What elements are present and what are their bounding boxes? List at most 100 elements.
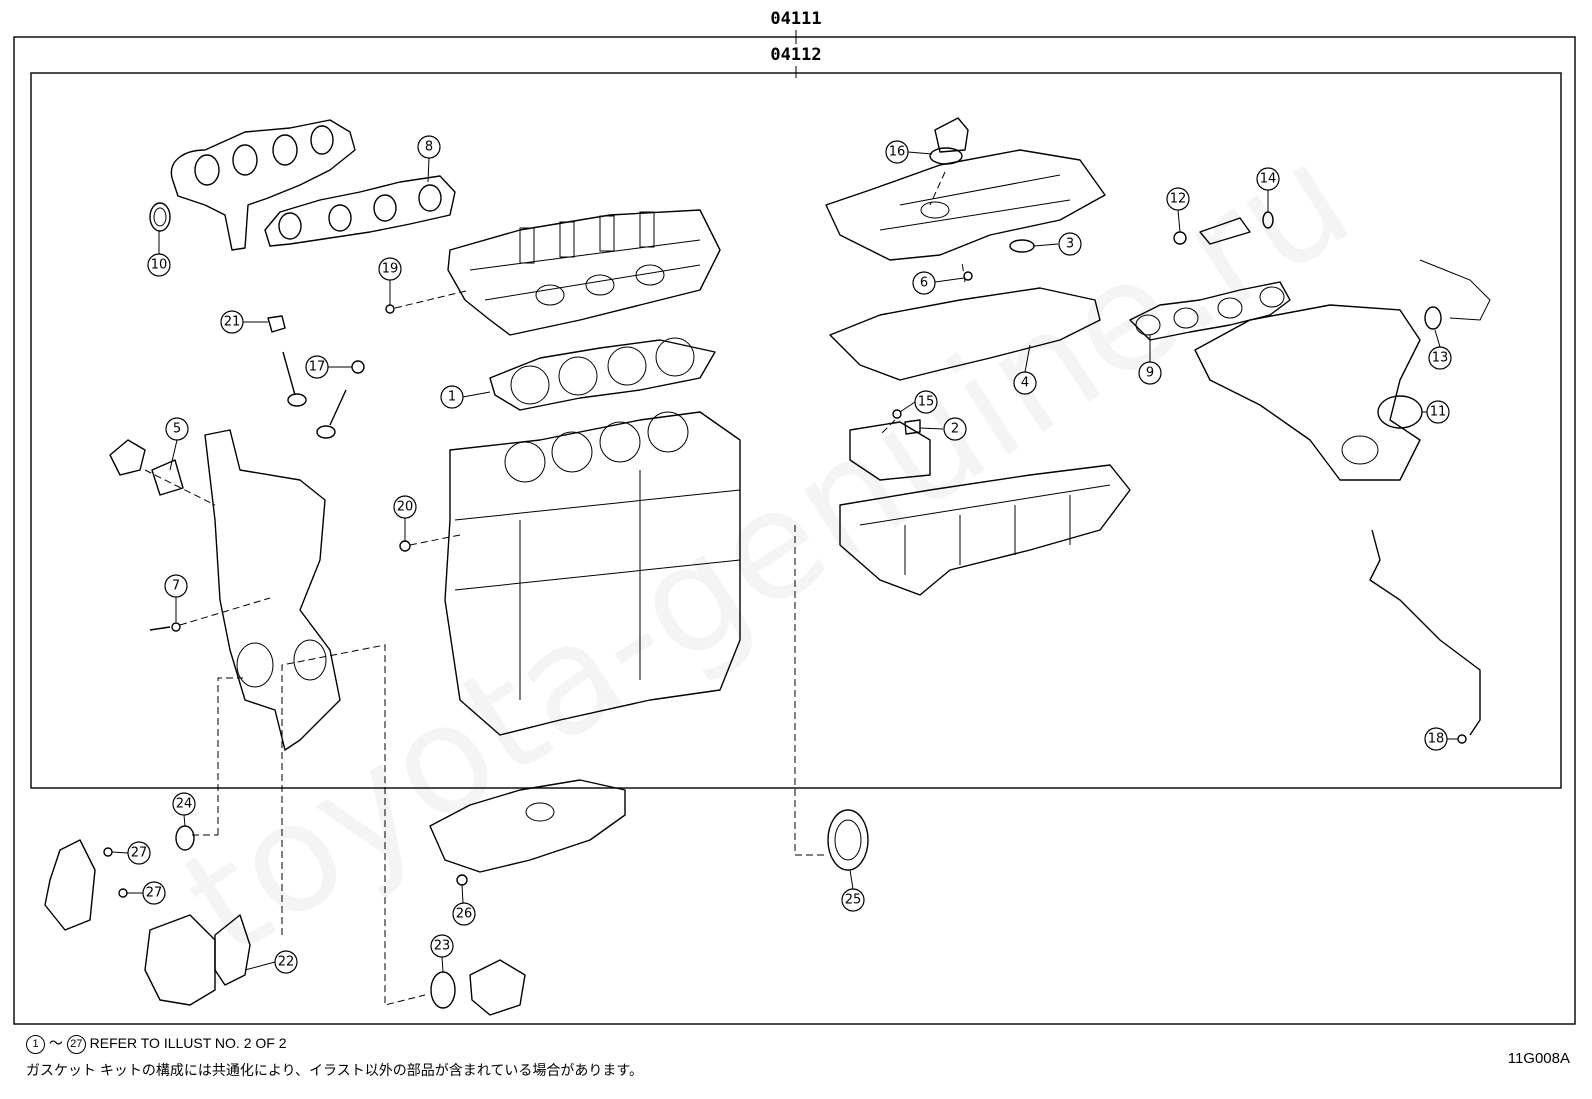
svg-text:13: 13	[1432, 351, 1449, 366]
callout-26: 26	[452, 902, 476, 926]
gasket-6	[963, 271, 973, 281]
cylinder-head-gasket	[489, 337, 716, 411]
svg-text:3: 3	[1066, 237, 1074, 252]
svg-text:24: 24	[176, 797, 193, 812]
ref-start-number: 1	[26, 1034, 45, 1054]
svg-text:21: 21	[224, 315, 241, 330]
camshaft-housing	[839, 421, 1131, 596]
water-inlet	[469, 959, 526, 1016]
oring-15	[892, 409, 902, 419]
valves	[282, 351, 347, 439]
callout-23: 23	[430, 934, 454, 958]
gasket-2	[904, 419, 921, 435]
inner-kit-frame	[30, 72, 1562, 789]
oring-20	[399, 540, 411, 552]
callout-9: 9	[1138, 361, 1162, 385]
svg-text:6: 6	[920, 276, 928, 291]
callout-18: 18	[1424, 727, 1448, 751]
svg-text:4: 4	[1021, 376, 1029, 391]
callout-22: 22	[274, 950, 298, 974]
svg-text:25: 25	[845, 893, 862, 908]
leader-lines	[144, 171, 966, 1006]
svg-text:27: 27	[131, 846, 148, 861]
water-pump-gasket	[214, 914, 251, 986]
callout-7: 7	[164, 574, 188, 598]
callout-25: 25	[841, 888, 865, 912]
callout-6: 6	[912, 271, 936, 295]
oil-pan	[429, 779, 626, 873]
cylinder-head	[447, 209, 721, 336]
washer-7	[171, 622, 181, 632]
gasket-11	[1377, 395, 1423, 429]
oring-19	[385, 304, 395, 314]
part-21	[267, 315, 286, 333]
seal-13	[1424, 306, 1442, 330]
callout-5: 5	[165, 417, 189, 441]
svg-text:7: 7	[172, 579, 180, 594]
callout-16: 16	[885, 140, 909, 164]
bracket-5-part	[109, 439, 146, 476]
svg-text:15: 15	[918, 395, 935, 410]
dipstick-guide	[1369, 529, 1481, 736]
callout-27a: 27	[127, 841, 151, 865]
japanese-note: ガスケット キットの構成には共通化により、イラスト以外の部品が含まれている場合が…	[26, 1062, 643, 1078]
crankshaft-oil-seal	[827, 809, 869, 871]
callout-13: 13	[1428, 346, 1452, 370]
oring-16	[929, 147, 963, 165]
gasket-26	[456, 874, 468, 886]
svg-text:16: 16	[889, 145, 906, 160]
oring-18	[1457, 734, 1467, 744]
svg-text:27: 27	[146, 886, 163, 901]
bolt-7	[149, 626, 171, 631]
seal-3	[1009, 239, 1035, 253]
svg-text:2: 2	[951, 422, 959, 437]
callout-19: 19	[378, 257, 402, 281]
callout-8: 8	[417, 135, 441, 159]
water-pump	[144, 914, 216, 1006]
callout-21: 21	[220, 310, 244, 334]
callout-11: 11	[1426, 400, 1450, 424]
svg-text:20: 20	[397, 500, 414, 515]
svg-text:5: 5	[173, 422, 181, 437]
ref-tilde: ～	[48, 1035, 63, 1051]
cylinder-block	[444, 411, 741, 736]
valve-stem-seal	[351, 360, 365, 374]
exhaust-manifold-gasket	[264, 175, 456, 247]
water-outlet	[44, 839, 96, 931]
callout-2: 2	[943, 417, 967, 441]
callout-27b: 27	[142, 881, 166, 905]
callout-17: 17	[305, 355, 329, 379]
oring-23	[430, 971, 456, 1009]
ref-text: REFER TO ILLUST NO. 2 OF 2	[89, 1035, 287, 1051]
callout-1: 1	[440, 385, 464, 409]
callout-20: 20	[393, 495, 417, 519]
refer-note: 1 ～ 27 REFER TO ILLUST NO. 2 OF 2	[26, 1033, 287, 1054]
callout-24: 24	[172, 792, 196, 816]
intake-manifold-gasket	[1129, 281, 1291, 341]
intake-manifold	[1194, 259, 1491, 481]
svg-text:26: 26	[456, 907, 473, 922]
callout-4: 4	[1013, 371, 1037, 395]
kit-code-inner: 04112	[770, 45, 821, 65]
oring-27b	[118, 888, 128, 898]
svg-text:17: 17	[309, 360, 326, 375]
svg-text:22: 22	[278, 955, 295, 970]
kit-code-outer: 04111	[770, 9, 821, 29]
svg-text:8: 8	[425, 140, 433, 155]
oring-27a	[103, 847, 113, 857]
callout-14: 14	[1256, 167, 1280, 191]
outer-kit-frame	[13, 36, 1576, 1025]
callout-15: 15	[914, 390, 938, 414]
gasket-5	[151, 459, 184, 496]
illustration-code: 11G008A	[1507, 1050, 1570, 1067]
callout-3: 3	[1058, 232, 1082, 256]
head-cover-gasket	[829, 287, 1101, 381]
callout-pointers	[111, 151, 1458, 973]
callout-12: 12	[1166, 187, 1190, 211]
ref-end-number: 27	[66, 1034, 86, 1054]
svg-text:1: 1	[448, 390, 456, 405]
timing-chain-cover	[204, 429, 341, 751]
svg-text:10: 10	[151, 258, 168, 273]
watermark: toyota-genuine.ru	[155, 111, 1380, 991]
svg-text:19: 19	[382, 262, 399, 277]
